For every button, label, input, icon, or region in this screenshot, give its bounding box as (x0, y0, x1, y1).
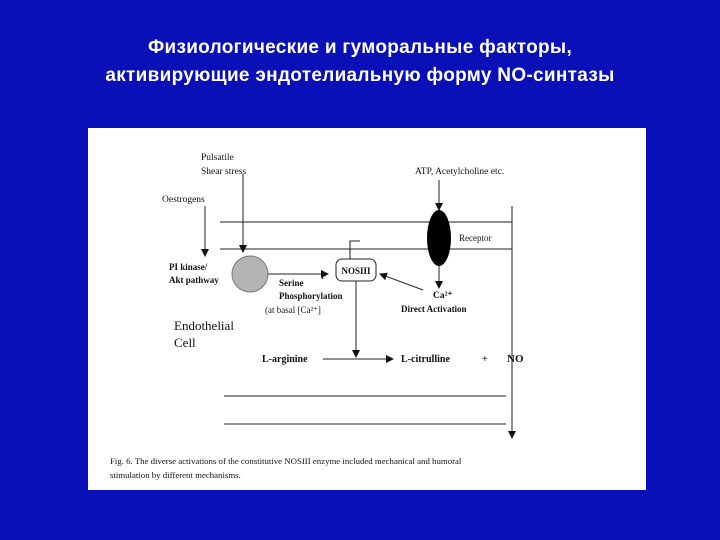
p-label: P (321, 272, 326, 282)
noshi-label: NOSIII (341, 266, 371, 276)
l-citrulline-label: L-citrulline (401, 354, 450, 365)
enos-activation-diagram: Pulsatile Shear stress ATP, Acetylcholin… (110, 153, 524, 480)
receptor-shape (427, 210, 451, 266)
pi-kinase-label: PI kinase/ (169, 262, 208, 272)
at-basal-label: (at basal [Ca²⁺] (265, 305, 321, 315)
slide-title-line-2: активирующие эндотелиальную форму NO-син… (105, 65, 615, 86)
shear-stress-label: Shear stress (201, 167, 246, 177)
l-arginine-label: L-arginine (262, 354, 308, 365)
oestrogens-label: Oestrogens (162, 195, 205, 205)
plus-label: + (482, 354, 488, 365)
direct-activation-label: Direct Activation (401, 304, 467, 314)
pi-kinase-circle (231, 255, 269, 293)
akt-pathway-label: Akt pathway (169, 275, 219, 285)
cell-label: Cell (174, 335, 196, 350)
caption-line-2: stimulation by different mechanisms. (110, 470, 241, 480)
slide-title-line-1: Физиологические и гуморальные факторы, (147, 37, 573, 58)
no-label: NO (507, 353, 524, 365)
phosphorylation-label: Phosphorylation (279, 291, 343, 301)
endothelial-label: Endothelial (174, 318, 234, 333)
pulsatile-label: Pulsatile (201, 153, 234, 163)
atp-label: ATP, Acetylcholine etc. (415, 167, 504, 177)
noshi-bracket (349, 240, 360, 259)
serine-label: Serine (279, 278, 304, 288)
caption-line-1: Fig. 6. The diverse activations of the c… (110, 456, 462, 466)
ca-to-noshi-arrow (379, 272, 424, 291)
ca-label: Ca²⁺ (433, 291, 452, 301)
figure-panel: Pulsatile Shear stress ATP, Acetylcholin… (88, 128, 646, 490)
slide-title: Физиологические и гуморальные факторы, а… (0, 34, 720, 90)
receptor-label: Receptor (459, 233, 491, 243)
